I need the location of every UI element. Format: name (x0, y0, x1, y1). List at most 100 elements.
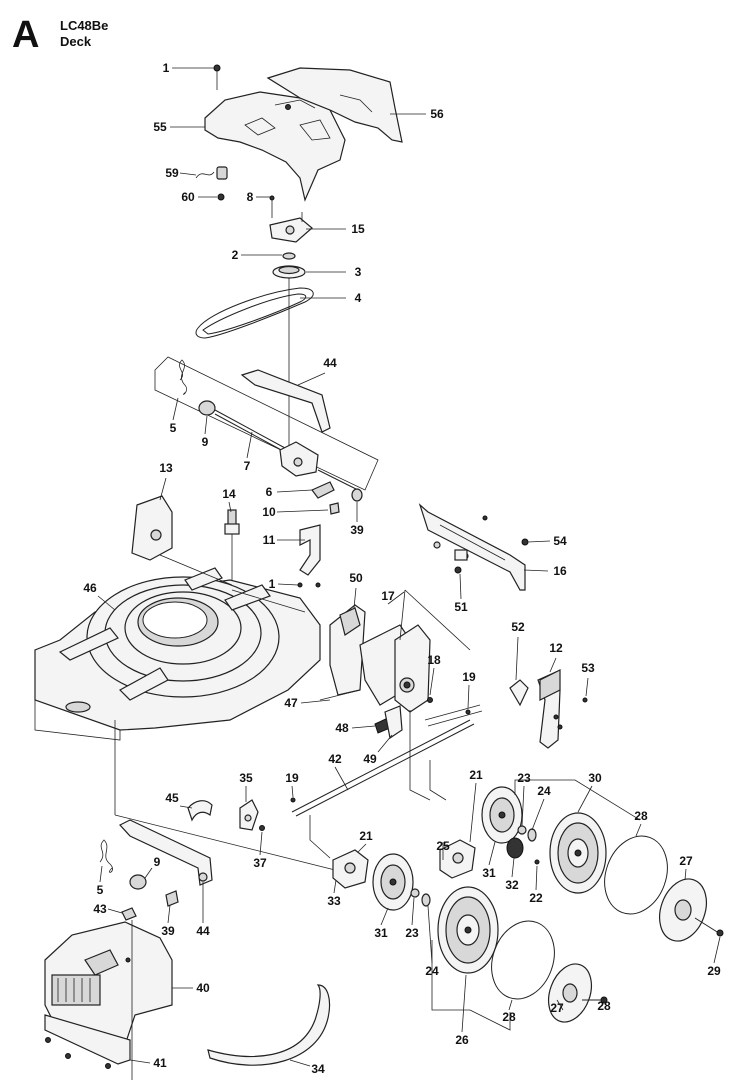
callout-number: 27 (550, 1001, 564, 1015)
callout-number: 28 (502, 1010, 516, 1024)
callout-leader-line (167, 904, 171, 924)
model-name: LC48Be (60, 18, 109, 33)
callout-leader-line (172, 397, 179, 421)
callout-leader-line (549, 657, 557, 673)
callout-number: 51 (454, 600, 468, 614)
callout-leader-line (531, 798, 545, 831)
callout-56: 56 (390, 107, 444, 121)
callout-50: 50 (349, 571, 363, 609)
callout-number: 11 (263, 533, 276, 547)
callout-25: 25 (436, 839, 450, 860)
callout-number: 35 (239, 771, 253, 785)
callout-number: 9 (154, 855, 161, 869)
callout-leader-line (469, 782, 477, 843)
callout-number: 44 (323, 356, 337, 370)
callout-number: 53 (581, 661, 595, 675)
callout-29: 29 (707, 936, 721, 978)
callout-number: 46 (83, 581, 97, 595)
callout-23: 23 (405, 897, 419, 940)
callout-number: 31 (374, 926, 388, 940)
callout-10: 10 (262, 505, 329, 519)
callout-leader-line (488, 841, 496, 866)
callout-number: 9 (202, 435, 209, 449)
upper-wheel-assembly (429, 760, 724, 942)
callout-number: 41 (153, 1056, 167, 1070)
callout-number: 3 (355, 265, 362, 279)
callout-42: 42 (328, 752, 349, 791)
callout-number: 6 (266, 485, 273, 499)
callout-44: 44 (297, 356, 337, 386)
callout-leader-line (107, 908, 123, 914)
callout-leader-line (277, 583, 299, 586)
callout-number: 4 (355, 291, 362, 305)
callout-leader-line (635, 823, 642, 837)
callout-leader-line (246, 431, 253, 459)
callout-number: 23 (517, 771, 531, 785)
callout-number: 12 (549, 641, 563, 655)
rear-lever-assembly (99, 819, 213, 907)
callout-leader-line (556, 999, 564, 1011)
callout-39: 39 (161, 904, 175, 938)
callout-number: 28 (634, 809, 648, 823)
callout-47: 47 (284, 696, 331, 710)
callout-33: 33 (327, 879, 341, 908)
callout-number: 56 (430, 107, 444, 121)
callout-5: 5 (97, 865, 104, 897)
callout-number: 19 (285, 771, 299, 785)
pulley-belt-assembly (195, 212, 314, 448)
callout-leader-line (508, 999, 513, 1011)
callout-17: 17 (381, 589, 405, 605)
callout-27: 27 (679, 854, 693, 881)
callout-number: 7 (244, 459, 251, 473)
callout-19: 19 (462, 670, 476, 709)
callout-leader-line (204, 415, 208, 435)
drive-shaft-assembly (154, 356, 379, 515)
callout-44: 44 (196, 882, 210, 938)
callout-number: 25 (436, 839, 450, 853)
callout-14: 14 (222, 487, 236, 513)
left-linkage-assembly (114, 720, 336, 871)
callout-leader-line (159, 477, 167, 501)
callout-leader-line (585, 677, 589, 697)
callout-41: 41 (129, 1056, 167, 1070)
callout-9: 9 (144, 855, 161, 879)
callout-leader-line (276, 509, 329, 513)
callout-15: 15 (306, 222, 365, 236)
callout-40: 40 (172, 981, 210, 995)
callout-number: 55 (153, 120, 167, 134)
rear-axle (290, 719, 475, 859)
rear-cover-assembly (44, 907, 331, 1080)
callout-24: 24 (531, 784, 551, 831)
callout-leader-line (99, 865, 103, 883)
callout-31: 31 (374, 907, 389, 940)
callout-13: 13 (159, 461, 173, 501)
top-cover-assembly (195, 64, 403, 218)
callout-leader-line (179, 172, 197, 176)
callout-52: 52 (511, 620, 525, 681)
callout-23: 23 (517, 771, 531, 827)
callout-leader-line (353, 587, 357, 609)
callout-number: 24 (537, 784, 551, 798)
callout-number: 21 (469, 768, 483, 782)
callout-number: 39 (350, 523, 364, 537)
callout-49: 49 (363, 734, 393, 766)
callout-number: 23 (405, 926, 419, 940)
callout-leader-line (427, 905, 433, 964)
callout-1: 1 (163, 61, 214, 75)
callout-number: 42 (328, 752, 342, 766)
callout-number: 39 (161, 924, 175, 938)
callout-number: 31 (482, 866, 496, 880)
callout-leader-line (713, 936, 721, 964)
callout-59: 59 (165, 166, 197, 180)
callout-46: 46 (83, 581, 116, 611)
callout-27: 27 (550, 999, 564, 1015)
callout-35: 35 (239, 771, 253, 802)
callout-leader-line (461, 974, 467, 1033)
callout-number: 52 (511, 620, 525, 634)
callout-number: 18 (427, 653, 441, 667)
callout-1: 1 (269, 577, 299, 591)
callout-number: 49 (363, 752, 377, 766)
callout-leader-line (387, 591, 405, 605)
callout-53: 53 (581, 661, 595, 697)
callout-31: 31 (482, 841, 496, 880)
